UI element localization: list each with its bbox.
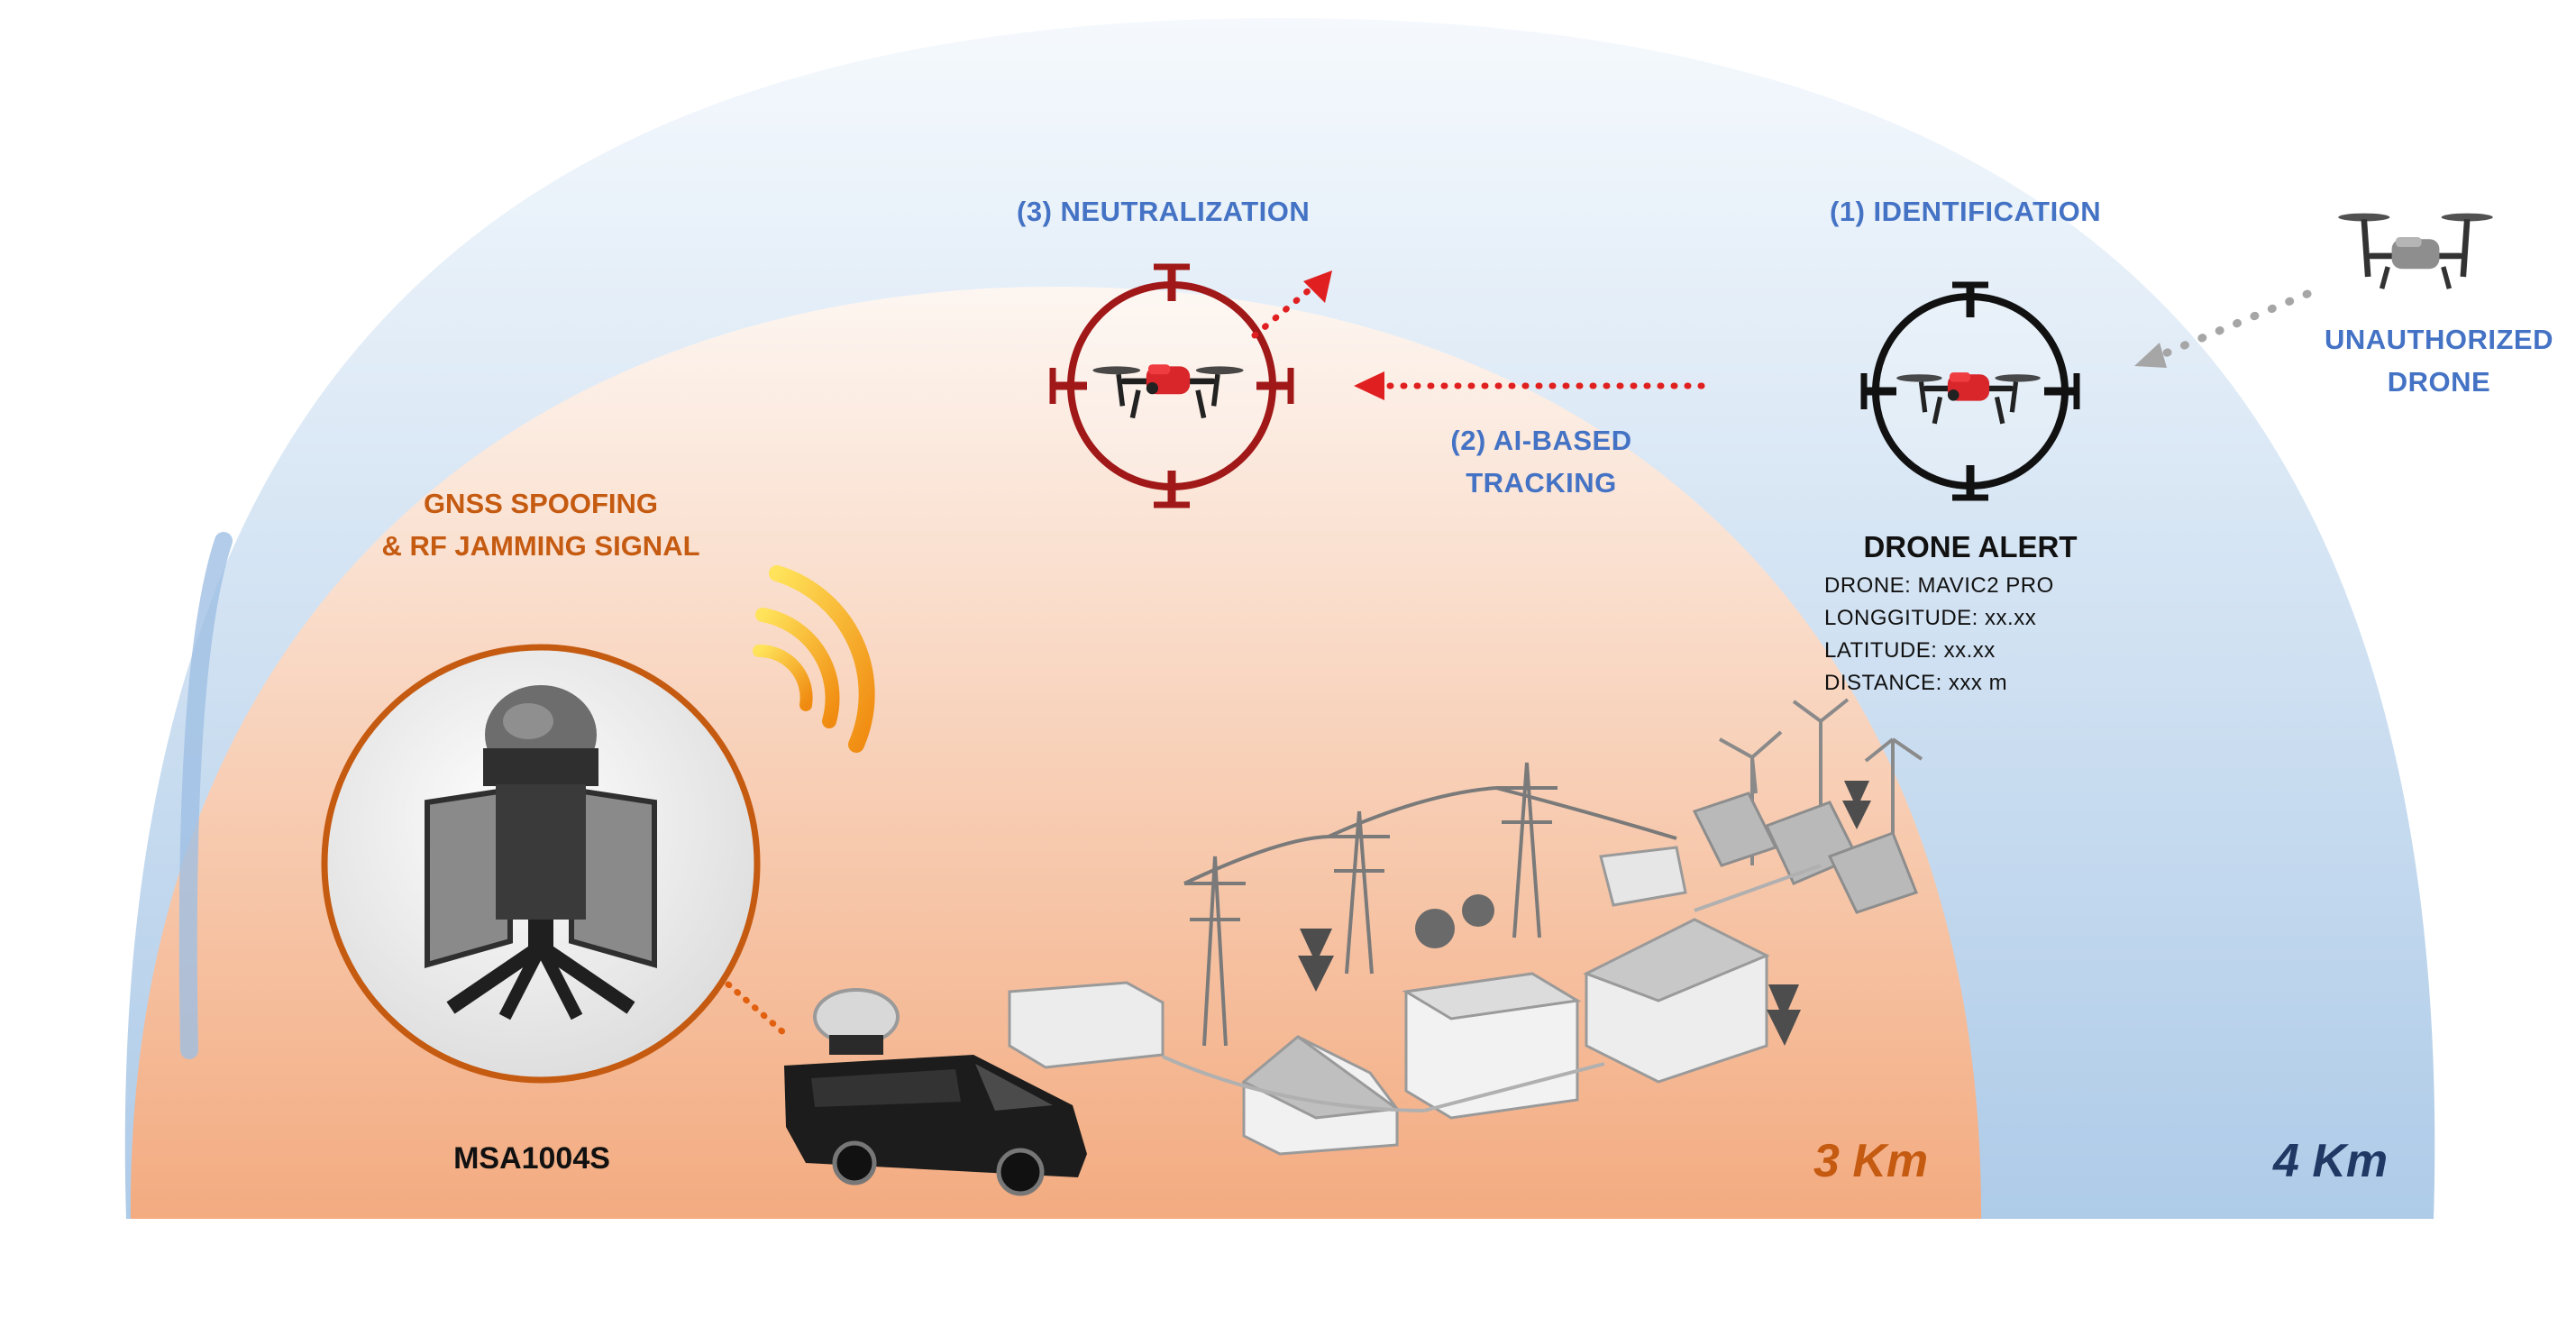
drone-alert-details: DRONE: MAVIC2 PRO LONGGITUDE: xx.xx LATI…: [1824, 570, 2054, 700]
jamming-line1: GNSS SPOOFING: [423, 488, 659, 519]
signal-wave-icon: [753, 565, 875, 753]
step-tracking-label: (2) AI-BASED TRACKING: [1433, 420, 1649, 504]
range-outer-label: 4 Km: [2273, 1135, 2389, 1187]
van-icon: [784, 988, 1087, 1196]
drone-alert-title: DRONE ALERT: [1863, 530, 2078, 563]
drone-icon: [2338, 213, 2493, 289]
range-inner-label: 3 Km: [1813, 1135, 1929, 1187]
device-name-label: MSA1004S: [453, 1141, 610, 1176]
unauthorized-drone-label: UNAUTHORIZED DRONE: [2304, 319, 2574, 403]
unauthorized-line1: UNAUTHORIZED: [2325, 324, 2553, 355]
drone-alert-title-wrap: DRONE ALERT: [1862, 530, 2078, 564]
step-neutralization-label: (3) NEUTRALIZATION: [1017, 196, 1311, 227]
alert-row-latitude: LATITUDE: xx.xx: [1824, 638, 1996, 663]
jamming-signal-label: GNSS SPOOFING & RF JAMMING SIGNAL: [343, 483, 739, 567]
jamming-line2: & RF JAMMING SIGNAL: [381, 529, 700, 562]
device-link-line: [725, 981, 788, 1037]
alert-row-drone: DRONE: MAVIC2 PRO: [1824, 573, 2054, 598]
neutralize-arrow: [1251, 287, 1312, 339]
unauthorized-line2: DRONE: [2387, 365, 2491, 398]
city-illustration-icon: [1008, 698, 1923, 1156]
jamming-device-icon: [321, 644, 761, 1084]
alert-row-distance: DISTANCE: xxx m: [1824, 671, 2008, 695]
alert-row-longitude: LONGGITUDE: xx.xx: [1824, 606, 2037, 630]
step-tracking-line1: (2) AI-BASED: [1450, 425, 1632, 456]
step-identification-label: (1) IDENTIFICATION: [1830, 196, 2102, 227]
step-tracking-line2: TRACKING: [1466, 466, 1617, 499]
zone-highlight-stroke: [178, 532, 233, 1059]
